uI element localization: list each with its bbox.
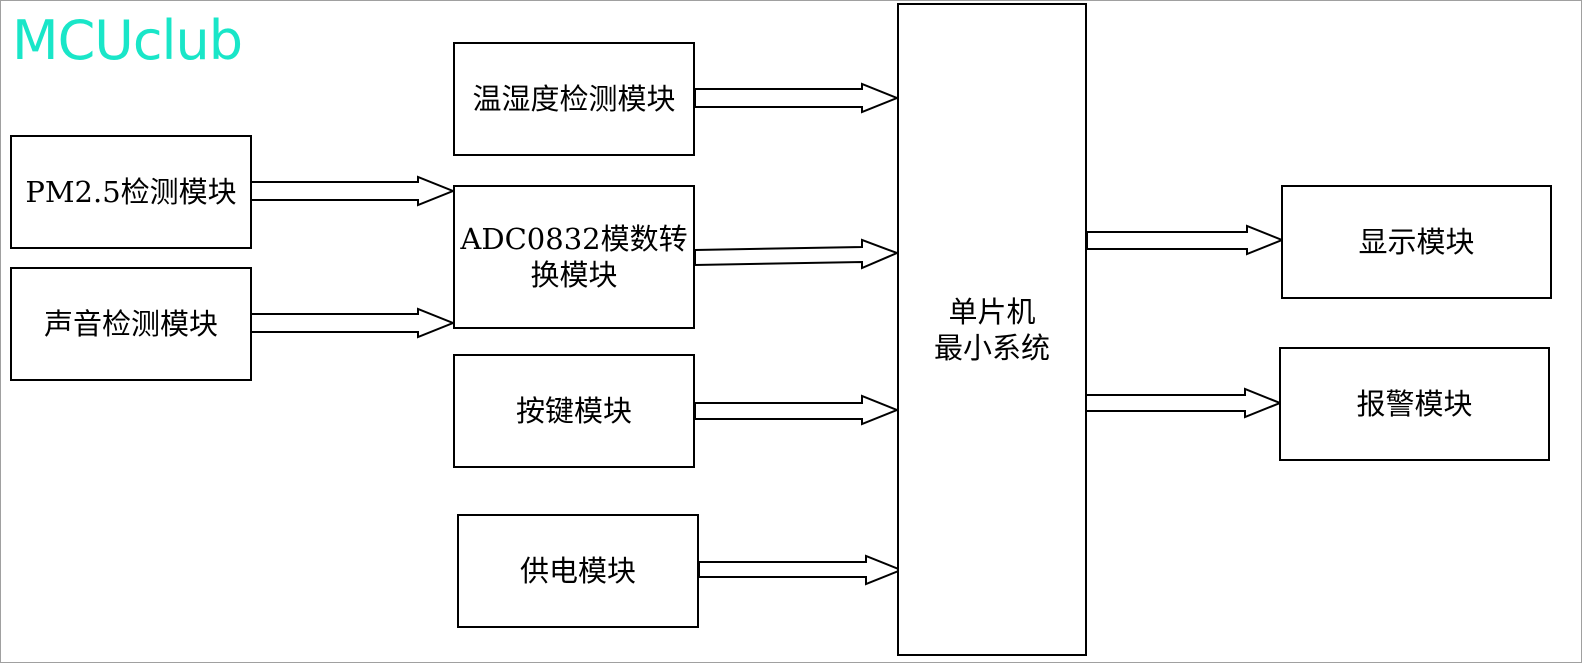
mcuclub-logo: MCUclub	[12, 9, 243, 72]
arrow-adc-to-mcu	[694, 238, 900, 270]
arrow-power-to-mcu	[698, 554, 904, 586]
pm25-detection-module-label: PM2.5检测模块	[25, 175, 237, 209]
sound-detection-module-label: 声音检测模块	[43, 307, 218, 341]
mcu-minimum-system-box: 单片机 最小系统	[897, 3, 1087, 656]
keys-module-label: 按键模块	[515, 394, 632, 428]
power-supply-module-label: 供电模块	[519, 554, 636, 588]
adc-module-box: ADC0832模数转 换模块	[453, 185, 695, 329]
alarm-module-label: 报警模块	[1356, 387, 1473, 421]
adc-module-label: ADC0832模数转 换模块	[460, 222, 688, 292]
display-module-label: 显示模块	[1358, 225, 1475, 259]
arrow-sound-to-adc	[250, 307, 456, 339]
display-module-box: 显示模块	[1281, 185, 1552, 299]
pm25-detection-module-box: PM2.5检测模块	[10, 135, 252, 249]
sound-detection-module-box: 声音检测模块	[10, 267, 252, 381]
power-supply-module-box: 供电模块	[457, 514, 699, 628]
arrow-temp-humidity-to-mcu	[694, 82, 900, 114]
temp-humidity-module-label: 温湿度检测模块	[472, 82, 676, 116]
arrow-pm25-to-adc	[250, 175, 456, 207]
alarm-module-box: 报警模块	[1279, 347, 1550, 461]
arrow-mcu-to-display	[1086, 224, 1285, 256]
keys-module-box: 按键模块	[453, 354, 695, 468]
temp-humidity-module-box: 温湿度检测模块	[453, 42, 695, 156]
mcu-minimum-system-label: 单片机 最小系统	[933, 294, 1050, 365]
arrow-mcu-to-alarm	[1084, 387, 1283, 419]
arrow-keys-to-mcu	[694, 394, 900, 426]
